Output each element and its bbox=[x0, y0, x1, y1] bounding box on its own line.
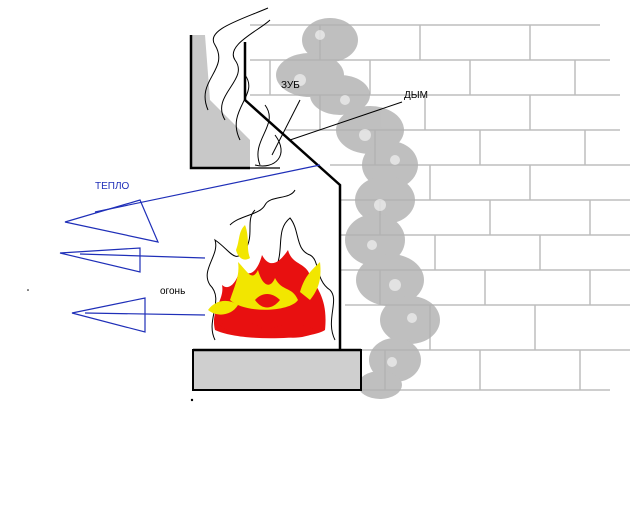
smoke-column bbox=[276, 18, 440, 399]
heat-arrow-top-head bbox=[64, 199, 160, 243]
heat-arrow-bottom-head bbox=[71, 297, 146, 333]
fire-label: огонь bbox=[160, 286, 186, 297]
hearth-base bbox=[192, 348, 362, 391]
stray-marks bbox=[27, 289, 194, 402]
heat-arrows bbox=[59, 164, 321, 333]
heat-arrow-middle-head bbox=[59, 247, 141, 273]
smoke-speckles bbox=[294, 30, 417, 367]
fire-flames bbox=[208, 225, 326, 339]
leader-lines bbox=[271, 99, 403, 156]
tooth-label: ЗУБ bbox=[281, 80, 300, 91]
smoke-wisps bbox=[204, 7, 282, 167]
heat-label: ТЕПЛО bbox=[95, 181, 130, 192]
heat-arrow-top bbox=[94, 164, 321, 213]
heat-arrow-middle bbox=[79, 253, 206, 259]
smoke-label: ДЫМ bbox=[404, 90, 428, 101]
chimney-flue bbox=[189, 35, 342, 350]
